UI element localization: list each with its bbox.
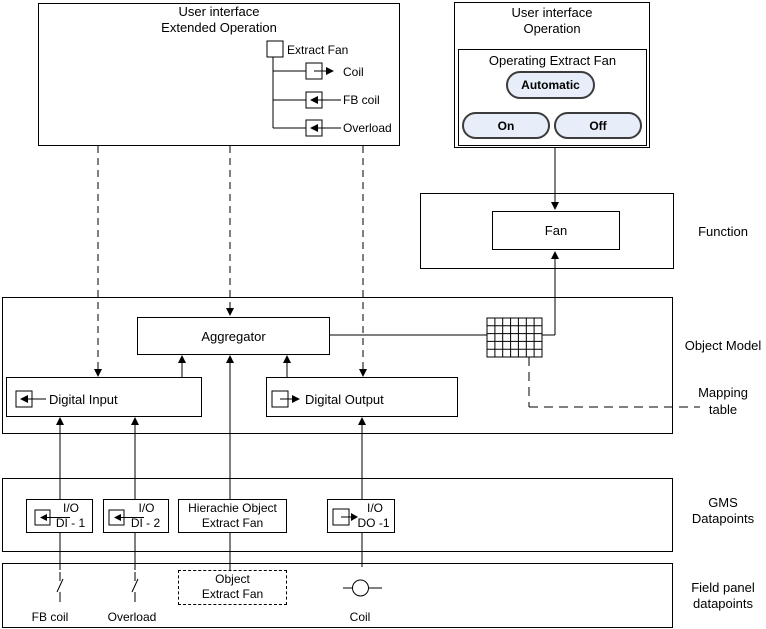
- arrow-do1-to-digital-output: [358, 417, 366, 499]
- aggregator-box: Aggregator: [137, 317, 330, 355]
- do1-output-icon: [332, 508, 358, 526]
- dashed-arrow-to-digital-input: [94, 146, 102, 377]
- digital-input-box: [6, 377, 202, 417]
- hierarchy-label-line1: Hierachie Object: [188, 501, 277, 515]
- extended-ui-title-line2: Extended Operation: [161, 20, 277, 35]
- operation-ui-title-line1: User interface: [511, 5, 593, 20]
- digital-input-icon: [15, 390, 46, 408]
- dashed-arrow-to-digital-output: [359, 146, 367, 377]
- off-button[interactable]: Off: [554, 112, 642, 139]
- object-model-section-label: Object Model: [684, 338, 762, 353]
- arrow-digital-output-to-aggregator: [283, 355, 291, 377]
- extended-ui-title-line1: User interface: [178, 4, 260, 19]
- di1-box: [26, 499, 93, 533]
- do1-label-line1: I/O: [366, 501, 383, 515]
- mapping-table-dashed-line: [528, 357, 700, 408]
- fb-coil-input-icon: [305, 91, 341, 109]
- extended-operation-box: [38, 3, 400, 146]
- overload-contact-icon: [131, 572, 139, 602]
- gms-section-label-line2: Datapoints: [691, 511, 755, 526]
- mapping-table-label-line2: table: [708, 402, 738, 417]
- hierarchy-label-line2: Extract Fan: [201, 516, 264, 530]
- field-panel-box: [2, 563, 673, 628]
- digital-output-label: Digital Output: [305, 392, 384, 407]
- operating-extract-fan-title: Operating Extract Fan: [488, 53, 617, 68]
- mapping-table-label-line1: Mapping: [698, 385, 748, 400]
- arrow-di1-to-digital-input: [56, 417, 64, 499]
- operation-ui-title-line2: Operation: [523, 21, 581, 36]
- gms-datapoints-box: [2, 478, 673, 552]
- coil-symbol-icon: [343, 579, 382, 597]
- operating-extract-fan-panel: [458, 49, 647, 146]
- object-extract-fan-label-line1: Object: [215, 572, 250, 586]
- digital-input-label: Digital Input: [49, 392, 118, 407]
- di1-input-icon: [34, 509, 70, 526]
- object-extract-fan-dashed-box: [178, 570, 287, 605]
- fb-coil-label: FB coil: [31, 610, 69, 624]
- arrow-hierarchy-to-aggregator: [226, 355, 234, 499]
- overload-input-icon: [305, 119, 341, 137]
- object-model-box: [2, 297, 673, 434]
- fan-label: Fan: [544, 223, 568, 238]
- fan-box: Fan: [492, 211, 620, 250]
- di2-label-line1: I/O: [138, 501, 155, 515]
- aggregator-label: Aggregator: [201, 328, 266, 344]
- tree-connector-lines: [272, 57, 306, 129]
- extract-fan-node-icon: [266, 40, 284, 58]
- hierarchy-object-box: [178, 499, 287, 533]
- function-box: [420, 193, 674, 269]
- arrow-digital-input-to-aggregator: [178, 355, 186, 377]
- coil-label: Coil: [349, 610, 371, 624]
- digital-output-box: [266, 377, 458, 417]
- function-section-label: Function: [698, 224, 748, 239]
- di2-label-line2: DI - 2: [130, 516, 161, 530]
- tree-item-extract-fan: Extract Fan: [287, 43, 349, 57]
- digital-output-icon: [271, 390, 300, 408]
- object-extract-fan-label-line2: Extract Fan: [201, 587, 264, 601]
- do1-box: [327, 499, 395, 533]
- do1-label-line2: DO -1: [357, 516, 390, 530]
- dashed-arrow-to-aggregator: [226, 146, 234, 316]
- gms-section-label-line1: GMS: [708, 495, 738, 510]
- di2-input-icon: [108, 509, 144, 526]
- fb-coil-contact-icon: [56, 572, 64, 602]
- arrow-di2-to-digital-input: [131, 417, 139, 499]
- mapping-grid-icon: [330, 317, 555, 358]
- on-button[interactable]: On: [462, 112, 550, 139]
- field-panel-section-label-line2: datapoints: [693, 596, 753, 611]
- overload-label: Overload: [107, 610, 157, 624]
- field-panel-section-label-line1: Field panel: [691, 580, 755, 595]
- di2-box: [103, 499, 169, 533]
- di1-label-line2: DI - 1: [55, 516, 86, 530]
- automatic-button[interactable]: Automatic: [506, 71, 595, 99]
- di1-label-line1: I/O: [62, 501, 79, 515]
- tree-item-coil: Coil: [343, 65, 364, 79]
- operation-box: [454, 2, 650, 148]
- tree-item-overload: Overload: [343, 121, 392, 135]
- tree-item-fb-coil: FB coil: [343, 93, 380, 107]
- coil-output-icon: [305, 62, 334, 80]
